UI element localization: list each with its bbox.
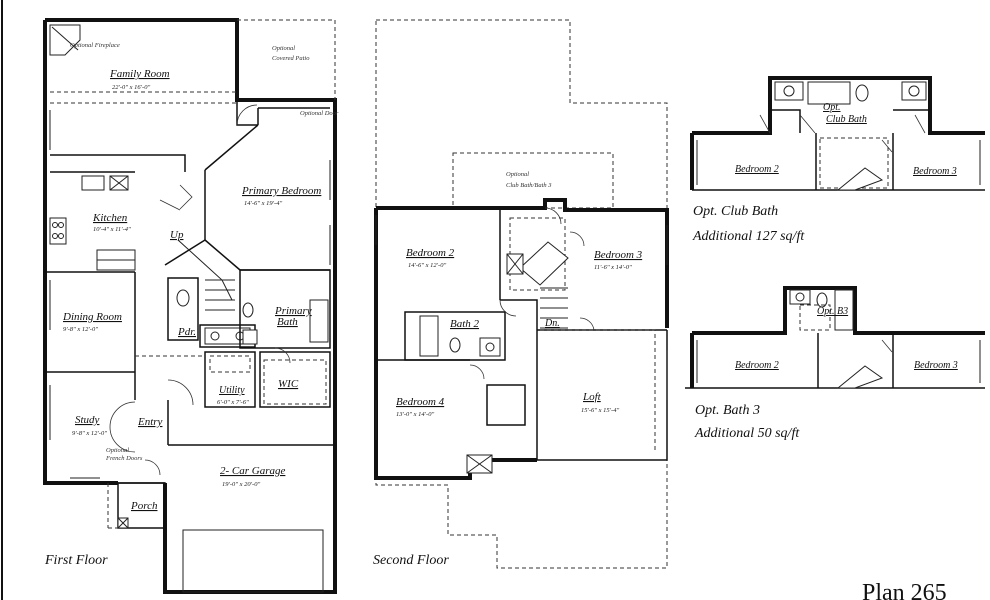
sink-icon [789, 289, 811, 305]
bathtub-icon [834, 289, 854, 331]
opt-club-bath-title: Opt. Club Bath [693, 204, 778, 219]
pdr-label: Pdr. [177, 326, 196, 338]
dining-room-dim: 9'-8" x 12'-0" [63, 326, 98, 333]
bath-2-label: Bath 2 [450, 318, 480, 330]
loft-label: Loft [582, 391, 602, 403]
dining-room-label: Dining Room [62, 311, 122, 323]
plan-name: Plan 265 [862, 580, 947, 600]
club-bedroom-2-label: Bedroom 2 [735, 164, 779, 175]
club-bedroom-3-label: Bedroom 3 [913, 166, 957, 177]
bathtub-icon [309, 299, 329, 343]
toilet-icon [242, 302, 254, 318]
vanity-icon [479, 337, 501, 357]
opt-bath-3-area: Additional 50 sq/ft [694, 426, 800, 441]
toilet-icon [449, 337, 461, 353]
bedroom-3-label: Bedroom 3 [594, 249, 643, 261]
utility-dim: 6'-0" x 7'-6" [217, 399, 249, 406]
fireplace-note: Optional Fireplace [70, 42, 120, 49]
club-bath-label-1: Opt. [823, 102, 841, 113]
bedroom-4-label: Bedroom 4 [396, 396, 445, 408]
french-doors-note-2: French Doors [105, 455, 143, 462]
french-doors-note-1: Optional [106, 447, 129, 454]
primary-bath-label-2: Bath [277, 316, 298, 328]
kitchen-sink-icon [81, 175, 105, 191]
family-room-label: Family Room [109, 68, 170, 80]
club-bath-note-2: Club Bath/Bath 3 [506, 182, 552, 189]
bedroom-2-label: Bedroom 2 [406, 247, 455, 259]
garage-dim: 19'-0" x 20'-0" [222, 481, 260, 488]
b3-bedroom-3-label: Bedroom 3 [914, 360, 958, 371]
bathtub-icon [807, 81, 851, 105]
kitchen-dim: 10'-4" x 11'-4" [93, 226, 131, 233]
first-floor-title: First Floor [44, 553, 108, 568]
second-floor-title: Second Floor [373, 553, 449, 568]
family-room-dim: 22'-0" x 16'-0" [112, 84, 150, 91]
toilet-icon [176, 289, 190, 307]
stairs-up-label: Up [170, 229, 184, 241]
study-dim: 9'-8" x 12'-0" [72, 430, 107, 437]
entry-label: Entry [137, 416, 163, 428]
range-icon [49, 217, 67, 245]
bathtub-icon [419, 315, 439, 357]
wic-label: WIC [278, 378, 299, 390]
patio-note-2: Covered Patio [272, 55, 310, 62]
opt-b3-label: Opt. B3 [817, 306, 848, 317]
primary-bath-label-1: Primary [274, 305, 312, 317]
optional-door-note: Optional Door [300, 110, 339, 117]
opt-club-bath-plan [690, 76, 985, 191]
bedroom-3-dim: 11'-6" x 14'-0" [594, 264, 632, 271]
club-bath-label-2: Club Bath [826, 114, 867, 125]
toilet-icon [816, 292, 828, 308]
club-bath-note-1: Optional [506, 171, 529, 178]
sink-icon [901, 81, 927, 101]
bedroom-4-dim: 13'-0" x 14'-0" [396, 411, 434, 418]
first-floor-plan [43, 18, 337, 594]
sink-icon [774, 81, 804, 101]
toilet-icon [855, 84, 869, 102]
primary-bedroom-label: Primary Bedroom [241, 185, 321, 197]
bedroom-2-dim: 14'-6" x 12'-0" [408, 262, 446, 269]
opt-bath-3-title: Opt. Bath 3 [695, 403, 760, 418]
kitchen-label: Kitchen [92, 212, 128, 224]
patio-note-1: Optional [272, 45, 295, 52]
primary-bedroom-dim: 14'-6" x 19'-4" [244, 200, 282, 207]
opt-club-bath-area: Additional 127 sq/ft [692, 229, 805, 244]
b3-bedroom-2-label: Bedroom 2 [735, 360, 779, 371]
stairs-down-label: Dn. [544, 318, 560, 329]
loft-dim: 15'-6" x 15'-4" [581, 407, 619, 414]
porch-label: Porch [130, 500, 158, 512]
study-label: Study [75, 414, 100, 426]
second-floor-plan [374, 19, 669, 569]
garage-label: 2- Car Garage [220, 465, 286, 477]
opt-bath-3-plan [685, 286, 985, 389]
utility-label: Utility [219, 385, 245, 396]
